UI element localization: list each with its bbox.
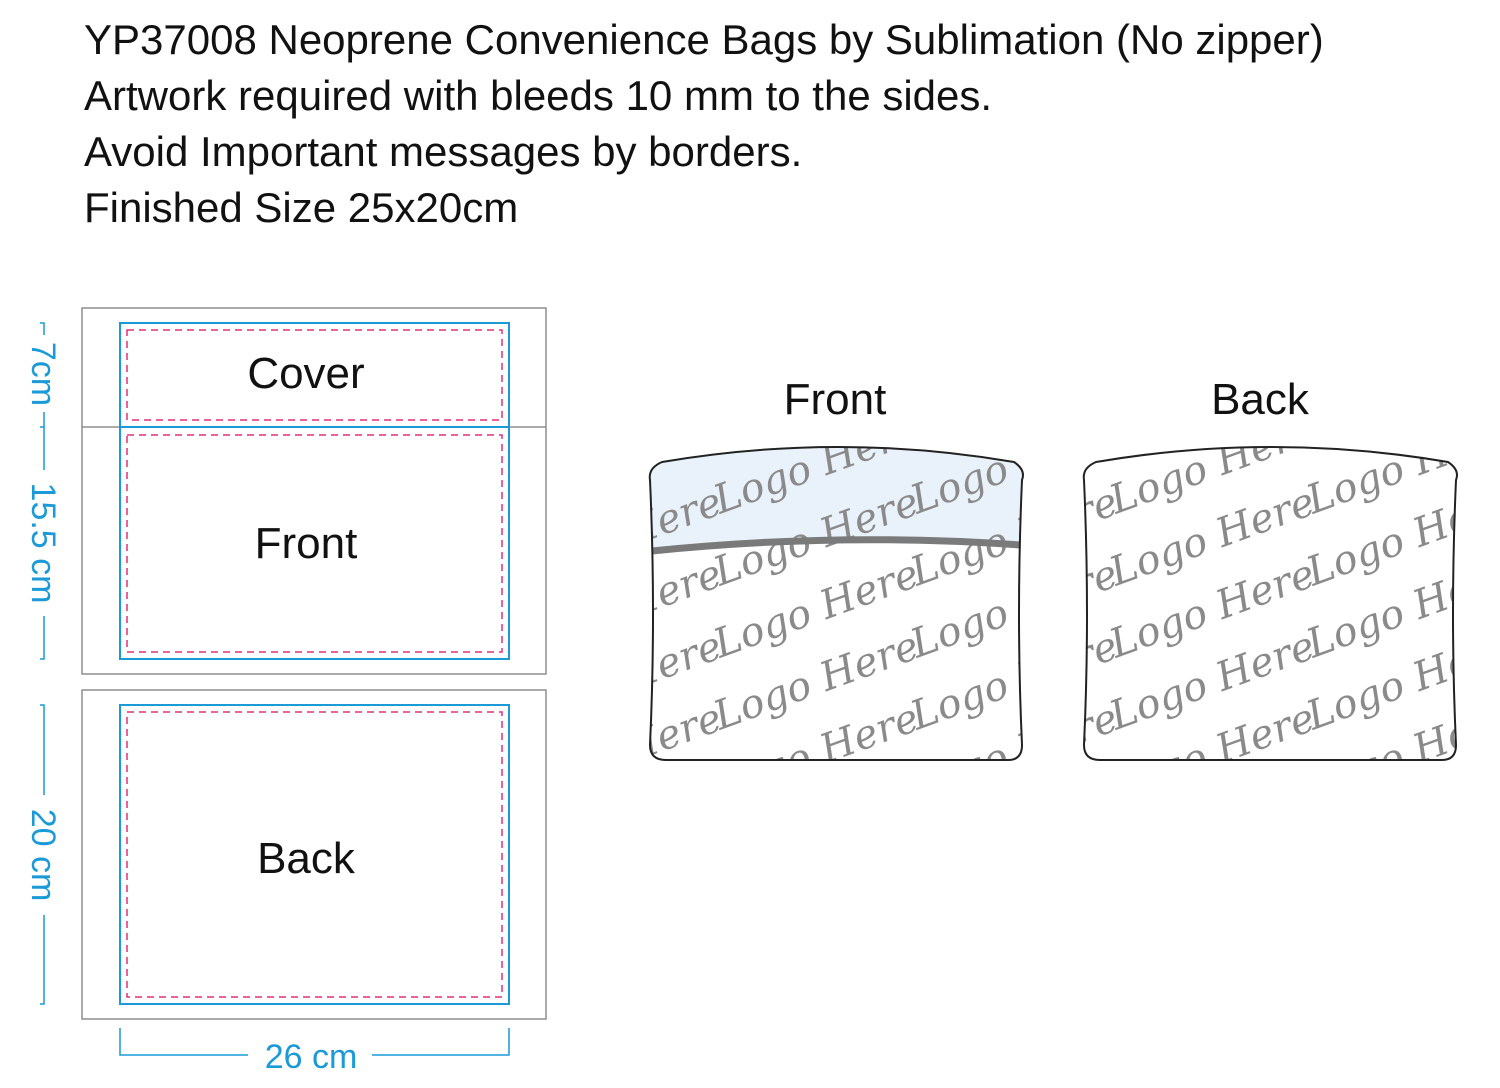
back-safe-outline bbox=[126, 711, 503, 998]
logo-placeholder-text: Logo Here bbox=[904, 335, 1122, 452]
width-label: 26 cm bbox=[265, 1038, 358, 1076]
header-line-3: Avoid Important messages by borders. bbox=[84, 128, 803, 175]
header-line-1: YP37008 Neoprene Convenience Bags by Sub… bbox=[84, 16, 1324, 63]
front-height-label: 15.5 cm bbox=[24, 483, 62, 604]
logo-placeholder-text: Logo Here bbox=[906, 767, 1124, 884]
front-bleed-outline bbox=[119, 426, 510, 660]
back-panel-label: Back bbox=[257, 834, 356, 883]
logo-placeholder-text: Logo Here bbox=[709, 767, 927, 884]
header: YP37008 Neoprene Convenience Bags by Sub… bbox=[84, 12, 1324, 236]
logo-placeholder-text: Logo Here bbox=[906, 335, 1124, 452]
logo-placeholder-text: Logo Here bbox=[1298, 335, 1500, 452]
lower-sheet bbox=[81, 689, 547, 1020]
logo-placeholder-text: Logo Here bbox=[1300, 767, 1500, 884]
dimension-lines bbox=[40, 322, 510, 1056]
logo-placeholder-text: Logo Here bbox=[1298, 767, 1500, 884]
upper-sheet bbox=[81, 307, 547, 675]
cover-label: Cover bbox=[247, 349, 364, 398]
logo-placeholder-text: Logo Here bbox=[1300, 335, 1500, 452]
back-bleed-outline bbox=[119, 704, 510, 1005]
header-line-4: Finished Size 25x20cm bbox=[84, 184, 519, 231]
front-preview-title: Front bbox=[784, 375, 887, 424]
logo-placeholder-text: Logo Here bbox=[707, 767, 925, 884]
front-panel-label: Front bbox=[255, 519, 358, 568]
flap-edge-line bbox=[651, 536, 1021, 555]
logo-placeholder-text: Logo Here bbox=[1101, 767, 1319, 884]
cover-height-label: 7cm bbox=[24, 342, 62, 406]
front-safe-outline bbox=[126, 434, 503, 653]
back-height-label: 20 cm bbox=[24, 809, 62, 902]
back-preview-title: Back bbox=[1211, 375, 1310, 424]
header-line-2: Artwork required with bleeds 10 mm to th… bbox=[84, 72, 993, 119]
front-cover-flap-area bbox=[649, 447, 1023, 551]
logo-placeholder-text: Logo Here bbox=[1103, 767, 1321, 884]
logo-placeholder-text: Logo Here bbox=[904, 767, 1122, 884]
cover-safe-outline bbox=[126, 329, 503, 421]
